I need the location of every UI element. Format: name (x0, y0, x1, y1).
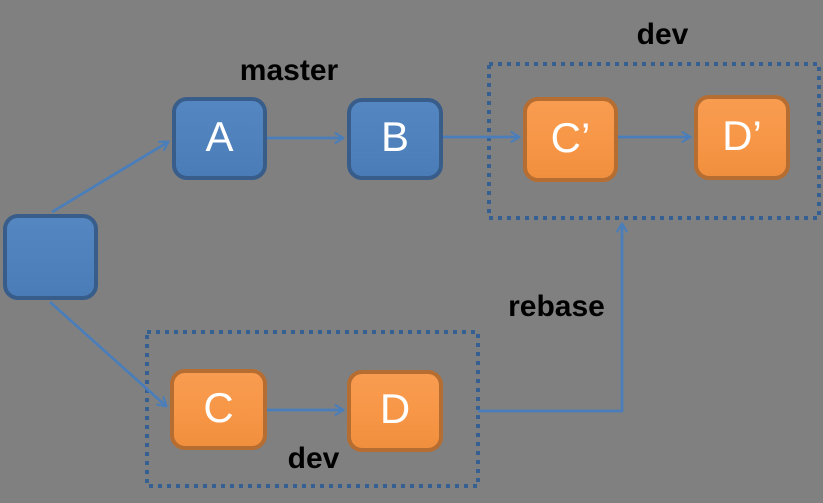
edge-root-to-c (49, 300, 168, 408)
branch-box-dev-rebased (487, 62, 821, 220)
commit-label: D (379, 385, 411, 432)
commit-node-root (3, 214, 98, 300)
commit-label: A (205, 112, 234, 160)
commit-label: D’ (722, 111, 762, 159)
commit-label: C’ (550, 113, 591, 161)
commit-node-c: C (170, 369, 267, 450)
commit-label: C (203, 383, 234, 431)
commit-node-c-prime: C’ (523, 97, 618, 182)
branch-label-master: master (239, 54, 339, 87)
commit-node-a: A (172, 97, 267, 180)
edge-root-to-a (51, 140, 170, 214)
commit-node-d: D (347, 370, 443, 452)
rebase-action-label: rebase (508, 290, 605, 323)
commit-node-b: B (347, 98, 443, 180)
commit-node-d-prime: D’ (694, 95, 790, 180)
branch-label-dev-original: dev (287, 442, 340, 475)
commit-label: B (380, 113, 409, 160)
branch-box-dev-original (145, 330, 480, 488)
branch-label-dev-rebased: dev (636, 18, 689, 51)
edge-rebase-connector (478, 222, 628, 413)
